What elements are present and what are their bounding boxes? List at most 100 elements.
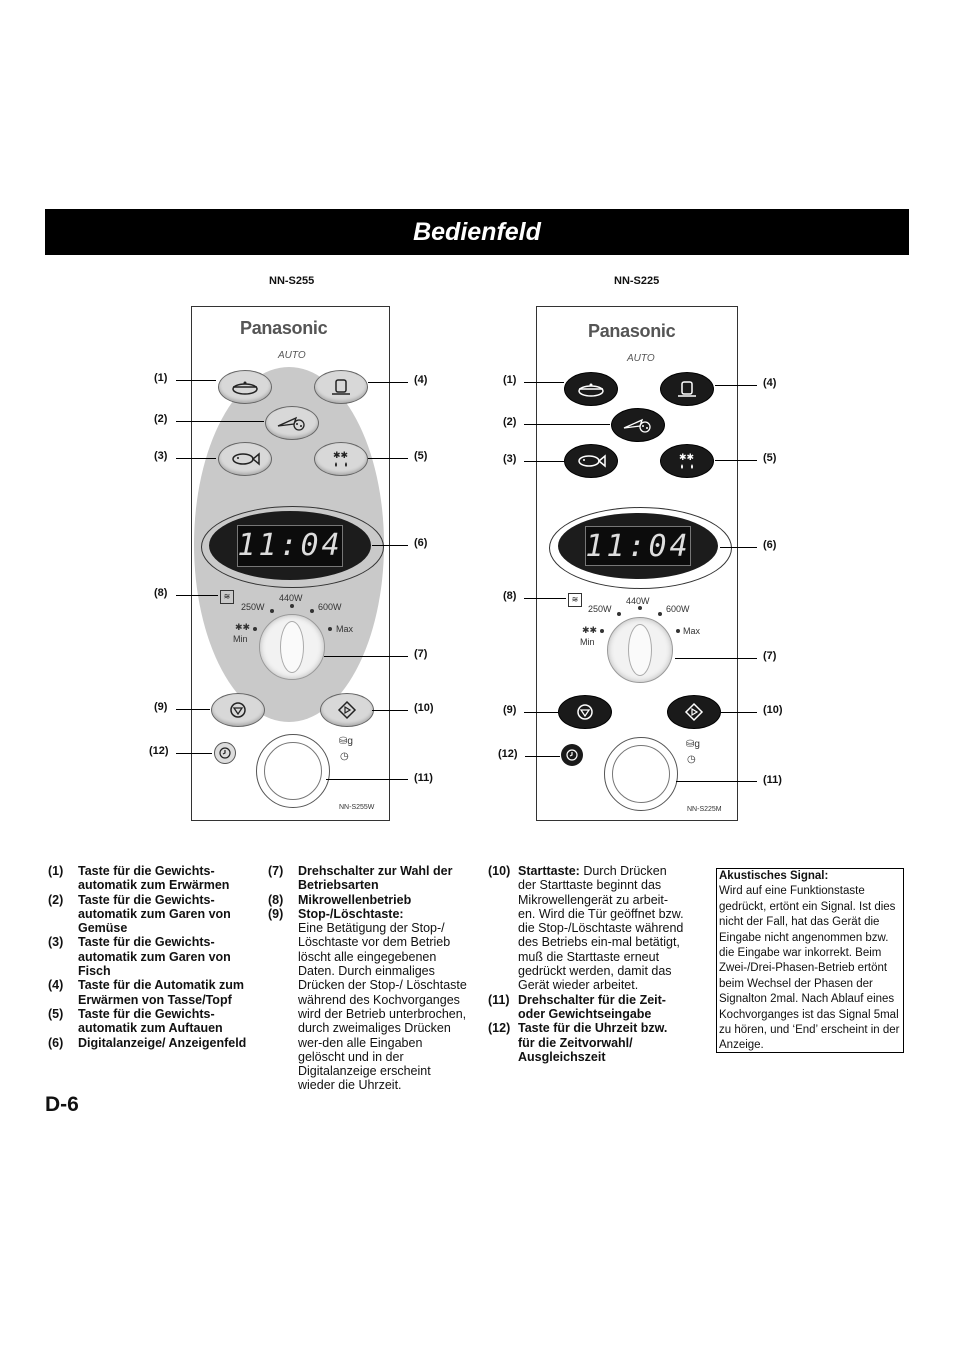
defrost-button[interactable]: ✱✱ <box>660 444 714 478</box>
leader-line <box>176 709 210 710</box>
vegetable-icon <box>623 418 651 433</box>
callout-3: (3) <box>154 450 168 462</box>
power-dot <box>253 627 257 631</box>
stop-icon <box>230 702 246 718</box>
fish-icon <box>232 452 260 466</box>
vegetable-button[interactable] <box>265 406 319 440</box>
signal-heading: Akustisches Signal: <box>719 870 829 882</box>
legend-text: Digitalanzeige/ Anzeigenfeld <box>78 1035 247 1050</box>
reheat-button[interactable] <box>218 370 272 404</box>
stop-reset-button[interactable] <box>558 695 612 729</box>
power-dot <box>658 612 662 616</box>
power-440w: 440W <box>626 596 650 606</box>
legend-text: Mikrowellenbetrieb <box>298 892 412 907</box>
legend-item: (10)Starttaste: Durch Drücken der Startt… <box>488 864 684 993</box>
vegetable-button[interactable] <box>611 408 665 442</box>
legend-column-2: (7)Drehschalter zur Wahl der Betriebsart… <box>268 864 468 1093</box>
callout-12: (12) <box>149 745 169 757</box>
display-housing: 11:04 <box>558 513 718 579</box>
legend-column-3: (10)Starttaste: Durch Drücken der Startt… <box>488 864 684 1064</box>
brand-logo: Panasonic <box>240 318 328 338</box>
leader-line <box>326 779 408 780</box>
legend-item: (11)Drehschalter für die Zeit-oder Gewic… <box>488 993 684 1022</box>
legend-item: (7)Drehschalter zur Wahl der Betriebsart… <box>268 864 468 893</box>
legend-item: (1)Taste für die Gewichts-automatik zum … <box>48 864 253 893</box>
legend-num: (12) <box>488 1021 511 1036</box>
legend-item: (3)Taste für die Gewichts-automatik zum … <box>48 935 253 978</box>
fish-button[interactable] <box>218 442 272 476</box>
time-weight-dial[interactable] <box>604 737 678 811</box>
power-max: Max <box>683 626 701 636</box>
display-time: 11:04 <box>237 528 343 563</box>
defrost-snowflake-icon: ✱✱ <box>582 625 598 635</box>
legend-num: (10) <box>488 864 511 878</box>
callout-2: (2) <box>503 416 517 428</box>
callout-8: (8) <box>503 590 517 602</box>
legend-num: (4) <box>48 978 64 993</box>
weight-icon: ⛁g <box>686 739 700 750</box>
auto-label: AUTO <box>278 350 306 361</box>
weight-icon: ⛁g <box>339 736 353 747</box>
legend-item: (5)Taste für die Gewichts-automatik zum … <box>48 1007 253 1036</box>
power-dot <box>328 627 332 631</box>
auto-label: AUTO <box>627 353 655 364</box>
time-weight-dial[interactable] <box>256 734 330 808</box>
start-button[interactable] <box>667 695 721 729</box>
stop-reset-button[interactable] <box>211 693 265 727</box>
legend-heading: Stop-/Löschtaste: <box>298 906 404 921</box>
title-bar: Bedienfeld <box>45 209 909 255</box>
svg-text:✱✱: ✱✱ <box>333 450 348 460</box>
callout-9: (9) <box>154 701 168 713</box>
legend-item: (8) Mikrowellenbetrieb <box>268 893 468 907</box>
clock-icon <box>566 749 578 761</box>
leader-line <box>524 461 564 462</box>
legend-item: (2)Taste für die Gewichts-automatik zum … <box>48 893 253 936</box>
clock-icon <box>219 747 231 759</box>
leader-line <box>715 460 757 461</box>
leader-line <box>721 712 757 713</box>
fish-button[interactable] <box>564 444 618 478</box>
cup-reheat-button[interactable] <box>660 372 714 406</box>
legend-num: (8) <box>268 892 284 907</box>
leader-line <box>372 545 408 546</box>
mode-selector-knob[interactable] <box>259 614 325 680</box>
dial-rim <box>612 745 670 803</box>
digital-display: 11:04 <box>237 524 343 567</box>
cup-reheat-button[interactable] <box>314 370 368 404</box>
defrost-button[interactable]: ✱✱ <box>314 442 368 476</box>
power-min: Min <box>233 634 248 644</box>
callout-2: (2) <box>154 413 168 425</box>
callout-12: (12) <box>498 748 518 760</box>
callout-1: (1) <box>503 374 517 386</box>
callout-9: (9) <box>503 704 517 716</box>
control-panel-left: Panasonic AUTO ✱✱ 11:04 ≋ 250W 440W 600W… <box>191 306 390 821</box>
model-label-right: NN-S225 <box>614 275 660 287</box>
callout-6: (6) <box>414 537 428 549</box>
callout-4: (4) <box>763 377 777 389</box>
callout-11: (11) <box>763 774 782 786</box>
legend-item: (6)Digitalanzeige/ Anzeigenfeld <box>48 1036 253 1050</box>
display-ring <box>549 507 732 589</box>
legend-text: Taste für die Gewichts-automatik zum Gar… <box>78 935 231 979</box>
legend-column-1: (1)Taste für die Gewichts-automatik zum … <box>48 864 253 1050</box>
page-number: D-6 <box>45 1093 79 1116</box>
weight-unit-label: g <box>694 739 700 750</box>
leader-line <box>176 421 264 422</box>
microwave-symbol-icon: ≋ <box>220 590 234 604</box>
legend-body: Durch Drücken der Starttaste beginnt das… <box>518 864 684 993</box>
start-button[interactable] <box>320 693 374 727</box>
clock-timer-button[interactable] <box>561 744 583 766</box>
legend-text: Drehschalter für die Zeit-oder Gewichtse… <box>518 992 666 1021</box>
leader-line <box>176 753 212 754</box>
clock-timer-button[interactable] <box>214 742 236 764</box>
mode-selector-knob[interactable] <box>607 617 673 683</box>
callout-5: (5) <box>414 450 428 462</box>
reheat-button[interactable] <box>564 372 618 406</box>
power-600w: 600W <box>666 604 690 614</box>
legend-body: Eine Betätigung der Stop-/ Löschtaste vo… <box>298 921 467 1093</box>
legend-text: Taste für die Gewichts-automatik zum Erw… <box>78 864 230 893</box>
power-250w: 250W <box>241 602 265 612</box>
page-title: Bedienfeld <box>413 217 541 246</box>
control-panel-right: Panasonic AUTO ✱✱ 11:04 ≋ 250W 440W 600W… <box>536 306 738 821</box>
leader-line <box>720 547 757 548</box>
